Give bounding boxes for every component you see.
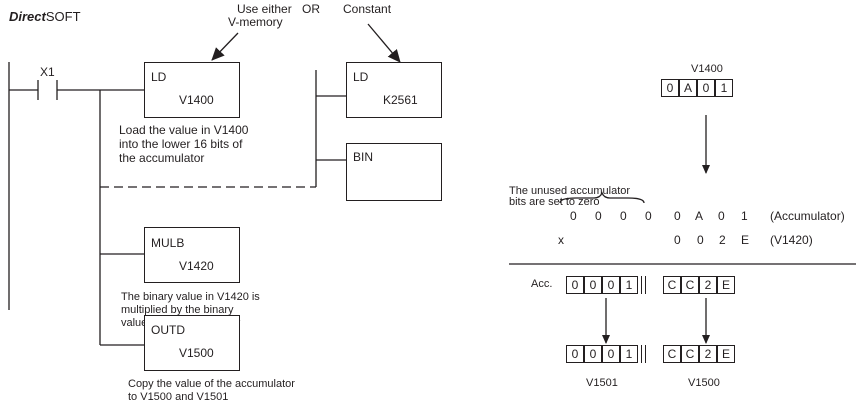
out-digit: 0 bbox=[584, 345, 602, 363]
constant-note: Constant bbox=[343, 2, 392, 16]
v1400-digit: 0 bbox=[661, 79, 679, 97]
acc-row-digit: 1 bbox=[741, 209, 748, 223]
multiplier-digit: 0 bbox=[674, 233, 681, 247]
constant-arrow bbox=[367, 23, 401, 63]
out-digit: 2 bbox=[699, 345, 717, 363]
multiplier-digit: 2 bbox=[719, 233, 726, 247]
mulb-description-line: The binary value in V1420 is bbox=[121, 291, 260, 303]
unused-bits-note-line: bits are set to zero bbox=[509, 196, 600, 208]
vmemory-note: V-memory bbox=[228, 15, 283, 29]
out-digit: C bbox=[663, 345, 681, 363]
v1400-digit: 1 bbox=[715, 79, 733, 97]
acc-label: Acc. bbox=[531, 278, 553, 290]
unused-bits-note-line: The unused accumulator bbox=[509, 185, 631, 197]
multiplier-digit: 0 bbox=[697, 233, 704, 247]
ld-constant-box[interactable]: LD K2561 bbox=[346, 62, 442, 118]
ld-operand: V1400 bbox=[179, 93, 214, 107]
word-divider bbox=[641, 276, 646, 294]
out-digit: E bbox=[717, 345, 735, 363]
acc-digit: 2 bbox=[699, 276, 717, 294]
ld-instruction-box[interactable]: LD V1400 bbox=[144, 62, 240, 118]
outd-operand: V1500 bbox=[179, 346, 214, 360]
ld-description-line: into the lower 16 bits of bbox=[119, 137, 243, 151]
contact-x1-label: X1 bbox=[40, 65, 55, 79]
out-digit: 0 bbox=[602, 345, 620, 363]
ld-description-line: Load the value in V1400 bbox=[119, 123, 249, 137]
v1400-digit: 0 bbox=[697, 79, 715, 97]
acc-digit: E bbox=[717, 276, 735, 294]
accumulator-row-label: (Accumulator) bbox=[770, 209, 845, 223]
acc-row-digit: 0 bbox=[718, 209, 725, 223]
v1400-label: V1400 bbox=[691, 63, 723, 75]
ld-description-line: the accumulator bbox=[119, 151, 205, 165]
use-either-note: Use either bbox=[237, 2, 292, 16]
mulb-operand: V1420 bbox=[179, 259, 214, 273]
mulb-instruction-box[interactable]: MULB V1420 bbox=[144, 227, 240, 283]
out-digit: 1 bbox=[620, 345, 638, 363]
acc-digit: 0 bbox=[566, 276, 584, 294]
acc-row-digit: 0 bbox=[595, 209, 602, 223]
acc-row-digit: 0 bbox=[645, 209, 652, 223]
bin-opcode: BIN bbox=[353, 150, 374, 164]
acc-digit: 0 bbox=[602, 276, 620, 294]
or-note: OR bbox=[302, 2, 320, 16]
vmemory-arrow bbox=[211, 32, 239, 61]
ld-constant-operand: K2561 bbox=[383, 93, 418, 107]
unused-bits-note: The unused accumulator bits are set to z… bbox=[509, 186, 630, 208]
v1400-digit: A bbox=[679, 79, 697, 97]
outd-description: Copy the value of the accumulator to V15… bbox=[128, 378, 295, 404]
mulb-opcode: MULB bbox=[151, 236, 185, 250]
acc-digit: 0 bbox=[584, 276, 602, 294]
out-digit: C bbox=[681, 345, 699, 363]
ld-description: Load the value in V1400 into the lower 1… bbox=[119, 123, 248, 165]
multiplier-row-label: (V1420) bbox=[770, 233, 813, 247]
word-divider bbox=[641, 345, 646, 363]
multiplier-digit: E bbox=[741, 233, 750, 247]
outd-opcode: OUTD bbox=[151, 323, 185, 337]
outd-instruction-box[interactable]: OUTD V1500 bbox=[144, 315, 240, 371]
unused-bits-brace bbox=[559, 191, 645, 204]
acc-digit: C bbox=[681, 276, 699, 294]
v1501-label: V1501 bbox=[586, 377, 618, 389]
outd-description-line: Copy the value of the accumulator bbox=[128, 378, 295, 390]
acc-digit: 1 bbox=[620, 276, 638, 294]
mulb-description-line: multiplied by the binary bbox=[121, 304, 234, 316]
bin-instruction-box[interactable]: BIN bbox=[346, 143, 442, 201]
acc-digit: C bbox=[663, 276, 681, 294]
v1500-label: V1500 bbox=[688, 377, 720, 389]
out-digit: 0 bbox=[566, 345, 584, 363]
outd-description-line: to V1500 and V1501 bbox=[128, 391, 229, 403]
multiply-symbol: x bbox=[558, 233, 564, 247]
ld-opcode: LD bbox=[151, 70, 167, 84]
acc-row-digit: 0 bbox=[620, 209, 627, 223]
brand-title: DirectSOFT bbox=[9, 9, 81, 24]
acc-row-digit: A bbox=[695, 209, 704, 223]
acc-row-digit: 0 bbox=[674, 209, 681, 223]
ld-constant-opcode: LD bbox=[353, 70, 369, 84]
acc-row-digit: 0 bbox=[570, 209, 577, 223]
